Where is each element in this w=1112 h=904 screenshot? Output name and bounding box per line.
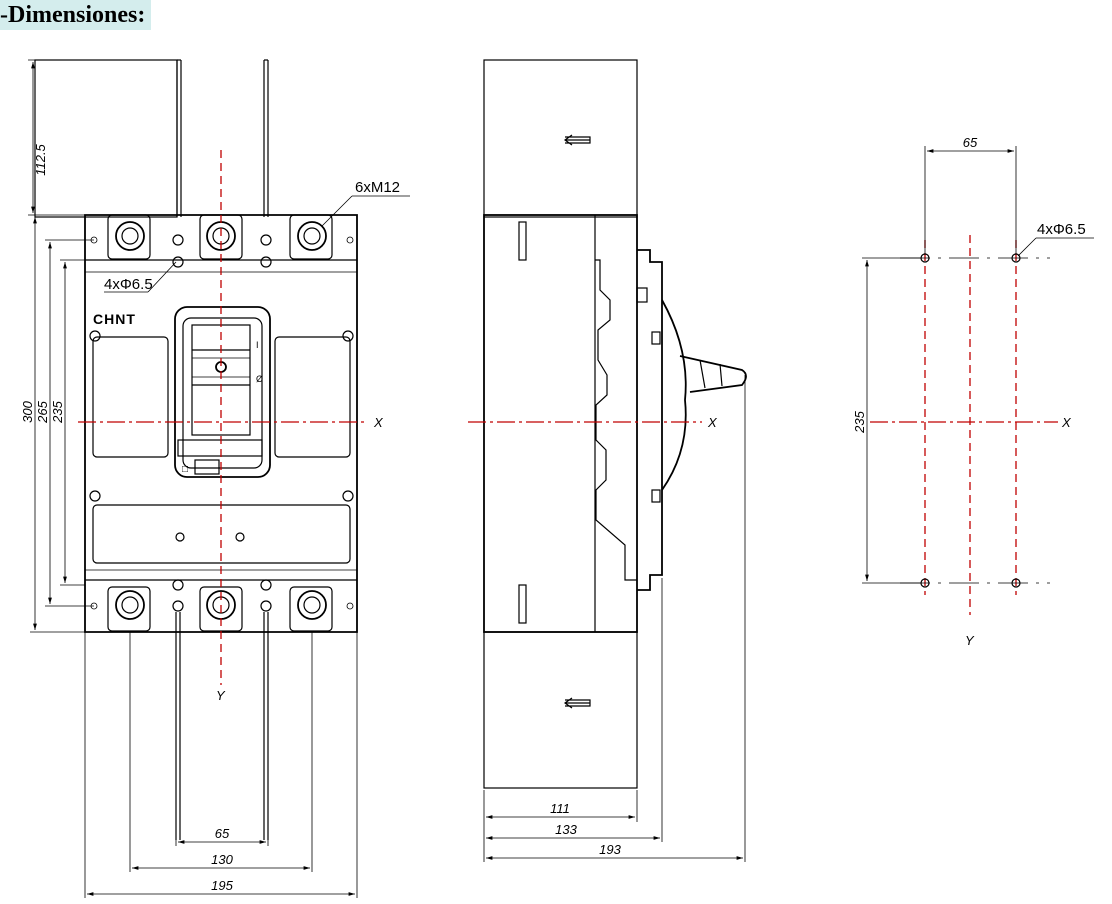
mounting-axis-x: X bbox=[1061, 415, 1072, 430]
dim-height-overall: 300 bbox=[20, 400, 35, 422]
brand-logo: CHNT bbox=[93, 311, 136, 327]
callout-terminals: 6xM12 bbox=[355, 179, 400, 196]
mounting-axis-y: Y bbox=[965, 633, 975, 648]
dim-hole-spacing-height: 235 bbox=[852, 410, 867, 433]
front-axis-x: X bbox=[373, 415, 384, 430]
dim-hole-spacing-width: 65 bbox=[963, 135, 978, 150]
side-view: X 111 133 193 bbox=[468, 59, 747, 862]
dim-width-pole-span: 130 bbox=[211, 852, 233, 867]
dim-depth-cover: 133 bbox=[555, 822, 577, 837]
callout-holes-mounting: 4xΦ6.5 bbox=[1037, 221, 1086, 238]
dim-height-mid: 265 bbox=[35, 400, 50, 423]
svg-text:Ø: Ø bbox=[256, 374, 263, 384]
svg-text:I: I bbox=[256, 340, 259, 350]
callout-holes-front: 4xΦ6.5 bbox=[104, 276, 153, 293]
bottom-terminals bbox=[90, 579, 354, 632]
dim-depth-handle: 193 bbox=[599, 842, 621, 857]
svg-text:□: □ bbox=[182, 464, 188, 475]
top-terminals bbox=[90, 214, 354, 268]
page-title: -Dimensiones: bbox=[0, 0, 152, 30]
mounting-view: 65 235 4xΦ6.5 X Y bbox=[852, 135, 1094, 648]
side-axis-x: X bbox=[707, 415, 718, 430]
dim-top-extension: 112.5 bbox=[33, 143, 48, 175]
dim-width-overall: 195 bbox=[211, 878, 233, 893]
handle-escutcheon: □ I Ø bbox=[174, 306, 271, 478]
front-view: □ I Ø CHNT X Y 112.5 300 265 bbox=[20, 59, 410, 898]
dim-width-pole: 65 bbox=[215, 826, 230, 841]
dim-depth-base: 111 bbox=[550, 801, 570, 816]
front-axis-y: Y bbox=[216, 688, 226, 703]
dim-height-inner: 235 bbox=[50, 400, 65, 423]
